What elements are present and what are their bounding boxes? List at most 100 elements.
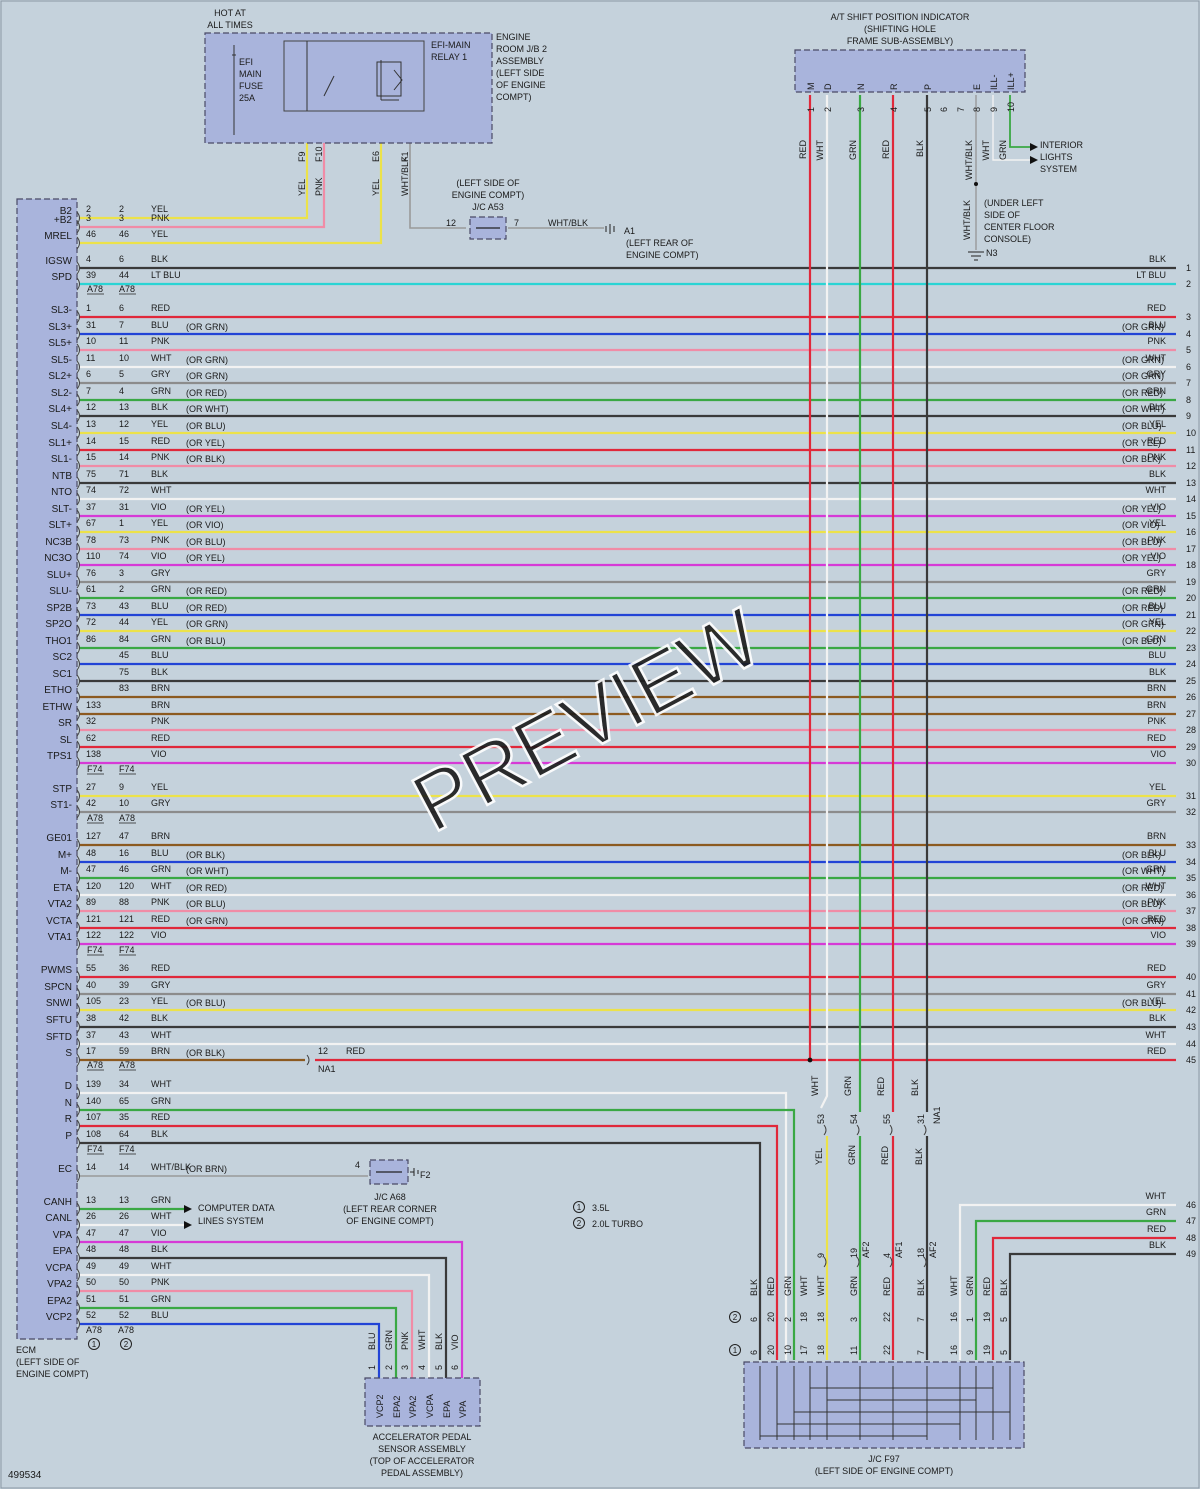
legend-mark: 1 — [92, 1340, 97, 1349]
pin-number: 16 — [949, 1345, 959, 1355]
right-wire-color-label: YEL — [1149, 419, 1166, 429]
indicator-pin-label: R — [889, 83, 899, 90]
right-wire-color-label: WHT — [1146, 1191, 1167, 1201]
ecm-pin-label: SC1 — [53, 669, 73, 680]
ecm-pin-connector — [76, 1317, 80, 1331]
pin-number: 133 — [86, 700, 101, 710]
pin-number: 76 — [86, 568, 96, 578]
right-wire-color-alt-label: (OR RED) — [1122, 388, 1163, 398]
junction-dot — [807, 1057, 813, 1063]
connector-label: A78 — [87, 1060, 103, 1070]
pin-number: 49 — [119, 1261, 129, 1271]
wire-ref-number: 47 — [1186, 1216, 1196, 1226]
pin-number: 48 — [86, 848, 96, 858]
pin-number: 17 — [86, 1046, 96, 1056]
jb-label: COMPT) — [496, 92, 532, 102]
wire-color-label: VIO — [151, 502, 167, 512]
wire-color-label: GRN — [847, 1145, 857, 1165]
ecm-pin-connector — [76, 641, 80, 655]
ecm-pin-label: SL3- — [51, 305, 72, 316]
wire-color-label: WHT — [151, 353, 172, 363]
wire-color-label: WHT — [799, 1275, 809, 1296]
pin-number: 48 — [86, 1244, 96, 1254]
right-wire-color-label: RED — [1147, 303, 1167, 313]
wire-right-49 — [1008, 1252, 1176, 1360]
wire-color-alt-label: (OR BLU) — [186, 998, 226, 1008]
pin-number: 84 — [119, 634, 129, 644]
wire-EPA — [79, 1256, 448, 1378]
ecm-pin-label: SL1- — [51, 454, 72, 465]
wire-VCP2 — [79, 1322, 381, 1378]
jb-wire-label: WHT/BLK — [400, 156, 410, 196]
right-wire-color-label: PNK — [1147, 452, 1166, 462]
wire-color-label: BLU — [151, 1310, 169, 1320]
pin-number: 18 — [916, 1248, 926, 1258]
wire-color-label: PNK — [151, 336, 170, 346]
right-wire-color-label: BLU — [1148, 601, 1166, 611]
wire-color-label: PNK — [151, 716, 170, 726]
jc-f97-label: (LEFT SIDE OF ENGINE COMPT) — [815, 1466, 953, 1476]
pedal-sensor-label: ACCELERATOR PEDAL — [373, 1432, 472, 1442]
right-wire-color-label: BRN — [1147, 683, 1166, 693]
pedal-pin-label: VPA2 — [408, 1396, 418, 1418]
wire-color-label: WHT — [151, 1079, 172, 1089]
pin-number: 88 — [119, 897, 129, 907]
pin-number: 67 — [86, 518, 96, 528]
pin-number: 89 — [86, 897, 96, 907]
arrow-interior-lights — [1030, 143, 1038, 151]
jc-a53-label: J/C A53 — [472, 202, 504, 212]
wire-N — [79, 1108, 796, 1360]
wire-color-alt-label: (OR GRN) — [186, 322, 228, 332]
hot-at-all-times-label: HOT AT — [214, 8, 246, 18]
right-wire-color-label: LT BLU — [1136, 270, 1166, 280]
wire-ref-number: 39 — [1186, 939, 1196, 949]
wire-B2-plus — [79, 140, 326, 229]
pin-number: 47 — [119, 1228, 129, 1238]
pin-number: 73 — [119, 535, 129, 545]
pin-number: 37 — [86, 1030, 96, 1040]
wire-color-alt-label: (OR BLU) — [186, 899, 226, 909]
right-wire-color-label: YEL — [1149, 996, 1166, 1006]
fuse-label: 25A — [239, 93, 255, 103]
wire-color-alt-label: (OR VIO) — [186, 520, 224, 530]
wire-color-label: GRY — [151, 369, 170, 379]
pin-number: 140 — [86, 1096, 101, 1106]
ground-location-label: ENGINE COMPT) — [626, 250, 699, 260]
pin-number: 31 — [916, 1114, 926, 1124]
ecm-pin-label: SFTD — [46, 1032, 72, 1043]
pin-number: 20 — [766, 1345, 776, 1355]
indicator-pin-number: 5 — [923, 107, 933, 112]
wire-color-alt-label: (OR BLK) — [186, 454, 225, 464]
wire-color-label: GRN — [151, 1195, 171, 1205]
pin-number: 39 — [119, 980, 129, 990]
wire-color-label: GRY — [151, 980, 170, 990]
wire-ref-number: 44 — [1186, 1039, 1196, 1049]
jb-pin: F9 — [297, 151, 307, 162]
wire-color-label: PNK — [151, 897, 170, 907]
pedal-sensor-label: (TOP OF ACCELERATOR — [370, 1456, 475, 1466]
wire-ref-number: 1 — [1186, 263, 1191, 273]
ecm-pin-connector — [76, 443, 80, 457]
right-wire-color-alt-label: (OR GRN) — [1122, 355, 1164, 365]
wire-right-47 — [974, 1219, 1176, 1360]
ecm-pin-label: VTA2 — [48, 899, 73, 910]
ecm-box — [16, 198, 78, 1340]
connector-label: A78 — [118, 1325, 134, 1335]
ecm-pin-connector — [76, 740, 80, 754]
pin-number: 120 — [119, 881, 134, 891]
pin-number: 34 — [119, 1079, 129, 1089]
wire-color-alt-label: (OR BRN) — [186, 1164, 227, 1174]
ecm-pin-label: SL4+ — [48, 404, 72, 415]
jb-label: OF ENGINE — [496, 80, 546, 90]
pin-number: 7 — [916, 1317, 926, 1322]
right-wire-color-label: RED — [1147, 733, 1167, 743]
indicator-pin-label: N — [856, 84, 866, 91]
indicator-pin-number: 8 — [972, 107, 982, 112]
wire-color-label: BLK — [151, 469, 168, 479]
right-wire-color-alt-label: (OR YEL) — [1122, 504, 1161, 514]
right-wire-color-alt-label: (OR RED) — [1122, 883, 1163, 893]
jb-wire-label: YEL — [297, 179, 307, 196]
wire-color-label: PNK — [151, 535, 170, 545]
right-wire-color-alt-label: (OR GRN) — [1122, 619, 1164, 629]
wire-ref-number: 21 — [1186, 610, 1196, 620]
